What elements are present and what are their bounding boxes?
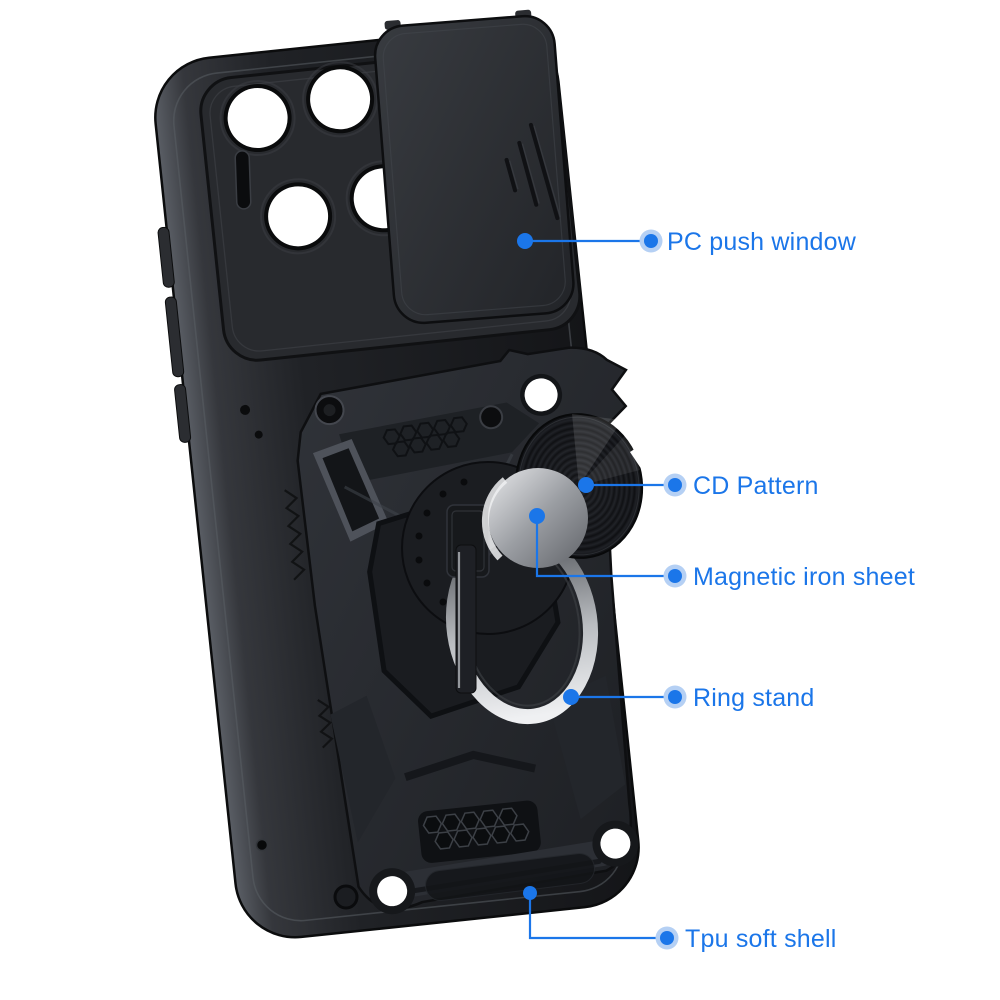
bottom-recess [425,852,595,902]
kickstand-leg [455,544,477,694]
callout-anchor-dot [529,508,545,524]
callout-dot [668,478,682,492]
side-button [164,296,185,378]
callout-ring-stand: Ring stand [563,684,815,712]
facet-groove [404,750,536,781]
kickstand-hinge [446,504,490,694]
disc-sheen [579,432,640,486]
callout-dot [668,690,682,704]
facet [548,675,626,820]
camera-lens-hole [219,80,296,157]
screw [479,405,504,430]
cover-bevel-line [382,23,566,316]
callout-line [535,516,675,578]
screw-center [323,404,336,417]
callout-label: Ring stand [693,684,815,712]
callout-anchor-dot [523,886,537,900]
disc-sheen [572,414,622,486]
callout-pc-push-window: PC push window [517,228,857,256]
grip-texture [317,698,334,749]
callout-cd-pattern: CD Pattern [578,472,819,500]
callout-label: Tpu soft shell [685,925,836,953]
callout-line [528,893,667,940]
side-button [157,226,175,288]
cover-grip-grooves [504,122,561,221]
callout-anchor-dot [578,477,594,493]
screw [254,430,263,439]
callout-dot [660,931,674,945]
callout-label: CD Pattern [693,472,819,500]
silver-rim-highlight [481,477,508,561]
callout-label: Magnetic iron sheet [693,563,915,591]
callout-dot [668,569,682,583]
flash-slot [234,150,252,210]
callout-magnetic-iron-sheet: Magnetic iron sheet [529,508,915,591]
callout-label: PC push window [667,228,857,256]
screw [240,404,251,415]
side-button [174,384,192,443]
plate-corner-hole [520,373,563,416]
plate-corner-hole [592,820,639,867]
facet [330,695,396,843]
callout-dot [644,234,658,248]
camera-slide-cover [373,9,575,325]
grip-texture [284,489,306,581]
camera-lens-hole [260,178,337,255]
disc-edge-notch [630,438,652,476]
plate-corner-hole [369,868,416,915]
callout-anchor-dot [517,233,533,249]
lanyard-hole [255,838,269,852]
callout-anchor-dot [563,689,579,705]
screw [333,884,359,910]
callout-tpu-soft-shell: Tpu soft shell [523,886,836,953]
